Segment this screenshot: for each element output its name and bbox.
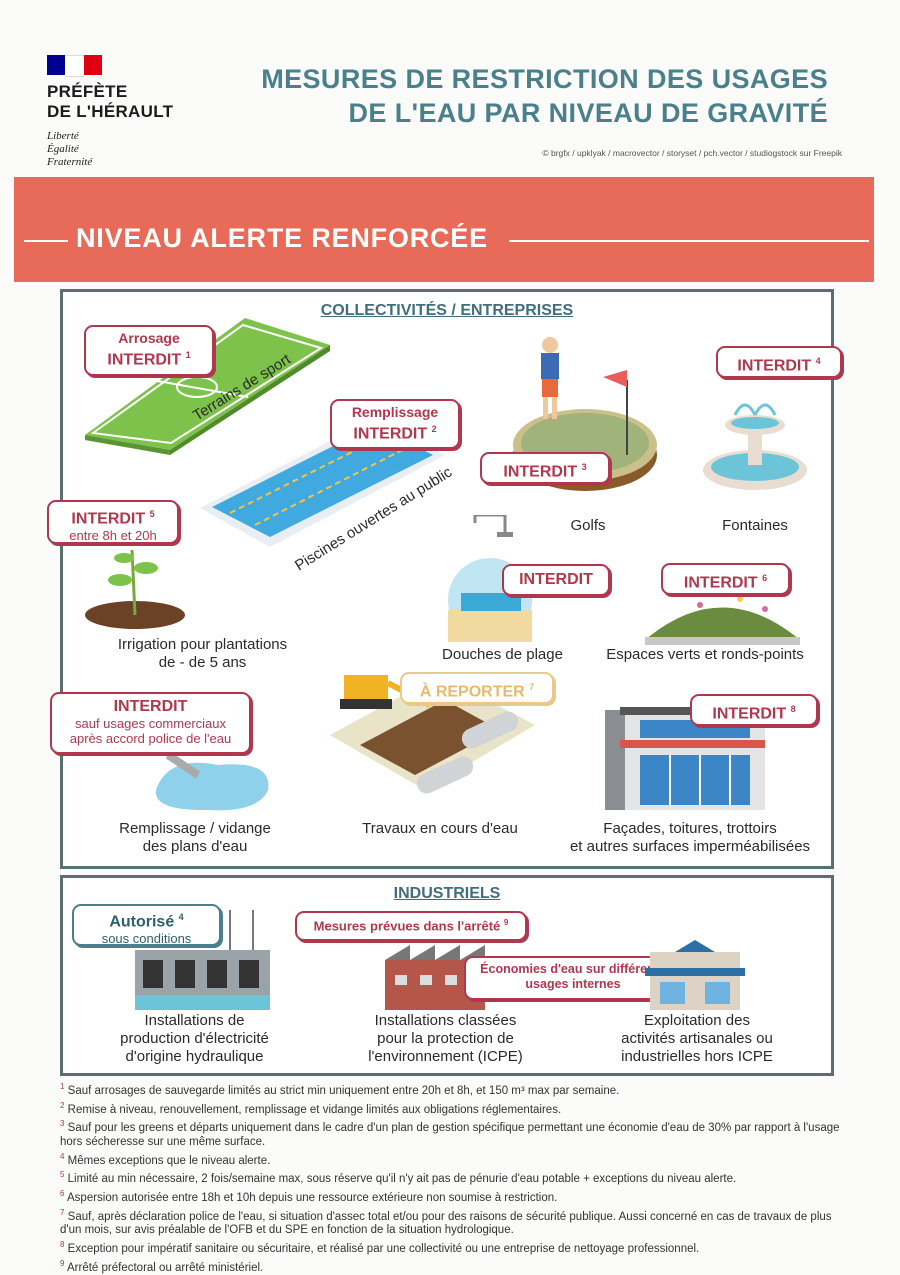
footnote: 7 Sauf, après déclaration police de l'ea… (60, 1207, 832, 1237)
sports-field-illustration (85, 318, 330, 455)
industriels-heading: INDUSTRIELS (393, 885, 501, 902)
label-fontaines: Fontaines (722, 517, 788, 534)
shop-illustration (645, 940, 745, 1010)
tag-facades-interdit: INTERDIT 8 (690, 694, 818, 726)
label-douches: Douches de plage (442, 646, 563, 663)
label-espaces-verts: Espaces verts et ronds-points (606, 646, 804, 663)
footnote: 1 Sauf arrosages de sauvegarde limités a… (60, 1082, 620, 1097)
footnote: 9 Arrêté préfectoral ou arrêté ministéri… (60, 1258, 264, 1274)
label-icpe: Installations classées pour la protectio… (368, 1012, 523, 1065)
tag-remplissage-interdit: Remplissage INTERDIT 2 (330, 399, 460, 449)
prefecture-name: PRÉFÈTE DE L'HÉRAULT (47, 82, 174, 121)
pool-illustration (200, 418, 445, 547)
fountain-illustration (703, 403, 807, 490)
tag-irrigation-interdit: INTERDIT 5 entre 8h et 20h (47, 500, 179, 544)
tag-arrosage-interdit: Arrosage INTERDIT 1 (84, 325, 214, 376)
footnote: 4 Mêmes exceptions que le niveau alerte. (60, 1151, 271, 1167)
green-space-illustration (645, 596, 800, 645)
tag-golfs-interdit: INTERDIT 3 (480, 452, 610, 484)
page-title: MESURES DE RESTRICTION DES USAGES DE L'E… (261, 64, 828, 128)
label-irrigation: Irrigation pour plantations de - de 5 an… (117, 636, 288, 671)
footnote: 5 Limité au min nécessaire, 2 fois/semai… (60, 1170, 737, 1186)
label-artisanales: Exploitation des activités artisanales o… (621, 1012, 773, 1065)
label-hydro: Installations de production d'électricit… (120, 1012, 269, 1065)
tag-plans-eau-interdit: INTERDIT sauf usages commerciaux après a… (50, 692, 251, 754)
sapling-illustration (85, 549, 185, 629)
level-title: NIVEAU ALERTE RENFORCÉE (76, 223, 488, 253)
footnote: 8 Exception pour impératif sanitaire ou … (60, 1239, 700, 1255)
tag-hydro-autorise: Autorisé 4 sous conditions (72, 904, 221, 946)
hydro-plant-illustration (135, 910, 270, 1010)
label-plans-eau: Remplissage / vidange des plans d'eau (119, 820, 271, 855)
level-banner: NIVEAU ALERTE RENFORCÉE (14, 177, 874, 282)
image-credits: © brgfx / upklyak / macrovector / storys… (542, 148, 842, 158)
label-facades: Façades, toitures, trottoirs et autres s… (569, 820, 811, 855)
tag-espaces-interdit: INTERDIT 6 (661, 563, 790, 595)
footnote: 3 Sauf pour les greens et départs unique… (60, 1119, 840, 1148)
republic-motto: Liberté Égalité Fraternité (47, 130, 93, 168)
label-travaux: Travaux en cours d'eau (362, 820, 518, 837)
tag-travaux-a-reporter: À REPORTER 7 (400, 672, 554, 704)
collectivites-heading: COLLECTIVITÉS / ENTREPRISES (320, 302, 574, 319)
tag-douches-interdit: INTERDIT (502, 564, 610, 596)
footnotes: 1 Sauf arrosages de sauvegarde limités a… (60, 1080, 850, 1275)
footnote: 2 Remise à niveau, renouvellement, rempl… (60, 1100, 562, 1116)
label-golfs: Golfs (570, 517, 606, 534)
tag-icpe-mesures: Mesures prévues dans l'arrêté 9 (295, 911, 527, 941)
marianne-flag-logo (47, 55, 102, 77)
tag-icpe-economies: Économies d'eau sur différents usages in… (464, 956, 682, 1000)
water-pond-illustration (155, 751, 269, 811)
footnote: 6 Aspersion autorisée entre 18h et 10h d… (60, 1188, 558, 1204)
tag-fontaines-interdit: INTERDIT 4 (716, 346, 842, 378)
